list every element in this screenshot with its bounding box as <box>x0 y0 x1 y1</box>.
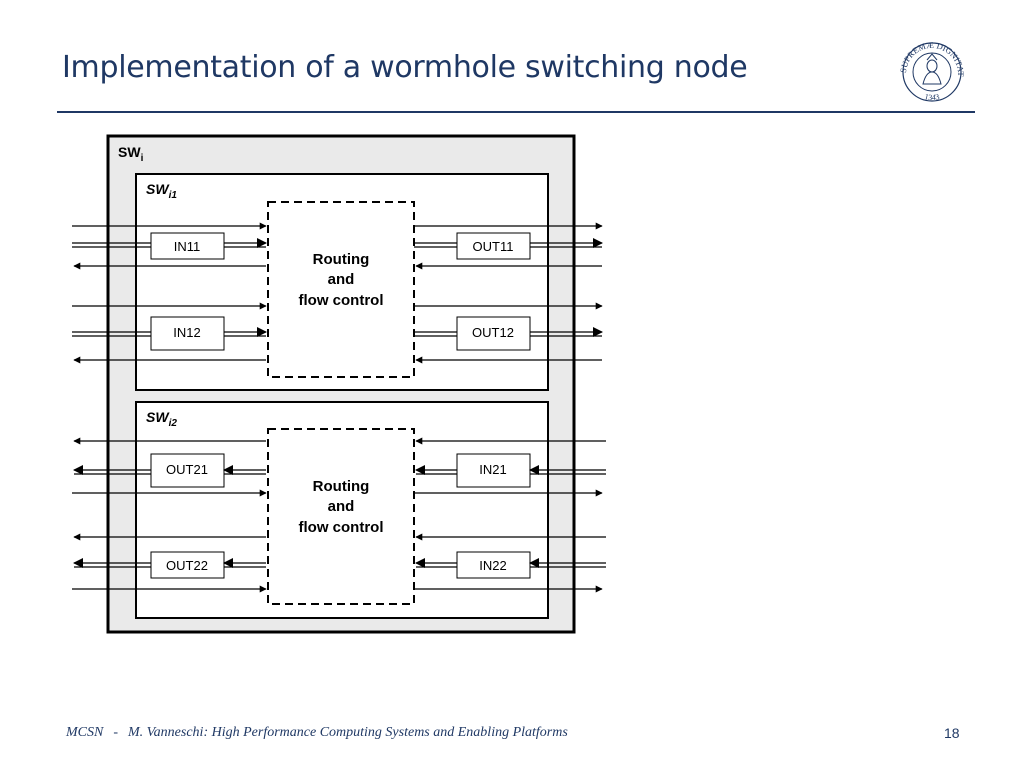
footer-separator: - <box>113 725 119 740</box>
out21-unit <box>150 453 225 488</box>
in22-label: IN22 <box>479 558 506 573</box>
out21-label: OUT21 <box>166 462 208 477</box>
in12-unit <box>150 316 225 351</box>
routing-1-line-2: and <box>328 271 355 288</box>
in11-label: IN11 <box>174 239 201 254</box>
in21-unit <box>456 453 531 488</box>
footer: MCSN-M. Vanneschi: High Performance Comp… <box>66 725 568 741</box>
out12-label: OUT12 <box>472 325 514 340</box>
routing-2-line-3: flow control <box>299 519 384 536</box>
title-divider <box>57 111 975 113</box>
page-number: 18 <box>944 725 960 741</box>
subswitch-1-label: SWi1 <box>146 181 177 201</box>
in11-unit <box>150 232 225 260</box>
out11-label: OUT11 <box>473 239 514 254</box>
routing-unit-1 <box>267 201 415 378</box>
out11-unit <box>456 232 531 260</box>
university-of-pisa-seal-icon: IN SUPREMÆ DIGNITATIS 1343 <box>896 38 966 102</box>
routing-2-line-2: and <box>328 498 355 515</box>
page-title: Implementation of a wormhole switching n… <box>62 50 748 85</box>
subswitch-2-links <box>72 437 606 593</box>
routing-2-line-1: Routing <box>313 478 370 495</box>
footer-reference: M. Vanneschi: High Performance Computing… <box>128 725 568 740</box>
switch-outer-label: SWi <box>118 144 144 164</box>
subswitch-2-label: SWi2 <box>146 409 177 429</box>
footer-course: MCSN <box>66 725 104 740</box>
out22-label: OUT22 <box>166 558 208 573</box>
in12-label: IN12 <box>173 325 200 340</box>
routing-1-line-3: flow control <box>299 292 384 309</box>
in21-label: IN21 <box>479 462 506 477</box>
in22-unit <box>456 551 531 579</box>
subswitch-1-links <box>72 222 603 364</box>
routing-unit-2 <box>267 428 415 605</box>
seal-year: 1343 <box>924 92 941 102</box>
routing-1-line-1: Routing <box>313 251 370 268</box>
out12-unit <box>456 316 531 351</box>
out22-unit <box>150 551 225 579</box>
